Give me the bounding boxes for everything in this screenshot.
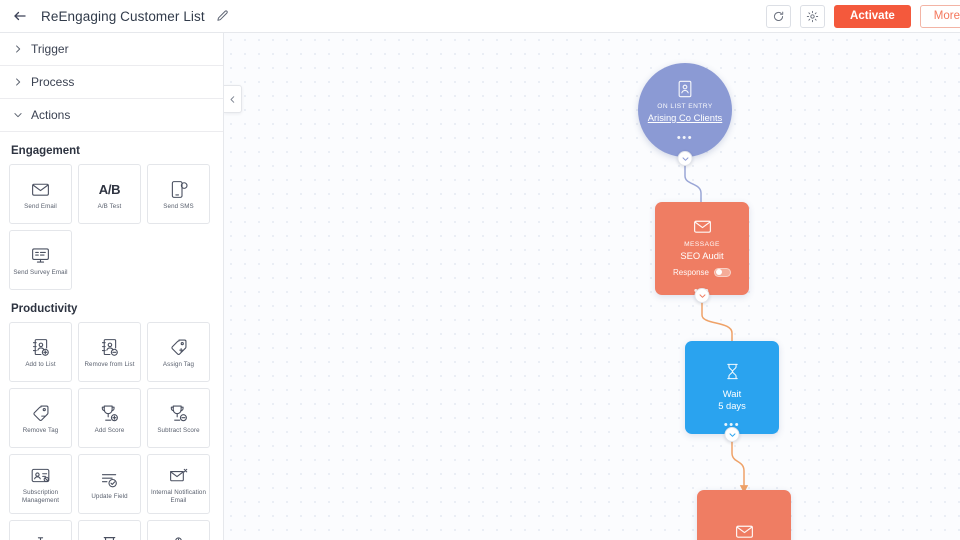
contact-card-icon xyxy=(675,79,695,99)
sidebar: Trigger Process Actions Engagement xyxy=(0,33,224,540)
more-button[interactable]: More xyxy=(919,4,960,28)
tag-add-icon xyxy=(168,335,189,359)
action-card-wait-time[interactable]: Wait Time xyxy=(78,520,141,540)
hourglass-icon xyxy=(723,362,742,381)
node-title: Wait xyxy=(722,388,742,399)
sidebar-section-actions[interactable]: Actions xyxy=(0,99,223,132)
action-card-label: Assign Tag xyxy=(162,361,195,368)
action-card-subtract-score[interactable]: Subtract Score xyxy=(147,388,210,448)
node-title[interactable]: Arising Co Clients xyxy=(647,111,723,123)
node-subtitle: 5 days xyxy=(718,400,746,411)
response-toggle-row[interactable]: Response xyxy=(672,267,732,277)
node-kicker: MESSAGE xyxy=(684,240,720,248)
ab-text-icon: A/B xyxy=(98,181,121,197)
action-card-send-survey-email[interactable]: Send Survey Email xyxy=(9,230,72,290)
action-card-remove-from-list[interactable]: Remove from List xyxy=(78,322,141,382)
hourglass-icon xyxy=(99,533,120,540)
activate-button[interactable]: Activate xyxy=(834,4,911,28)
back-arrow-icon[interactable] xyxy=(11,7,29,25)
action-card-label: Send Email xyxy=(24,203,57,210)
refresh-icon[interactable] xyxy=(766,4,792,28)
category-title-productivity: Productivity xyxy=(11,303,78,315)
tag-remove-icon xyxy=(30,401,51,425)
action-card-label: Subtract Score xyxy=(157,427,200,434)
workflow-node-wait[interactable]: Wait 5 days ••• xyxy=(685,341,779,442)
action-card-label: Update Field xyxy=(91,493,128,500)
wait-condition-icon xyxy=(168,533,189,540)
envelope-icon xyxy=(734,521,755,540)
action-card-exit-from-workflow[interactable]: Exit from Workflow xyxy=(9,520,72,540)
mobile-message-icon xyxy=(168,177,189,201)
workflow-canvas[interactable]: ON LIST ENTRY Arising Co Clients ••• MES… xyxy=(224,33,960,540)
action-card-label: Send SMS xyxy=(163,203,194,210)
action-card-label: Remove Tag xyxy=(22,427,59,434)
productivity-card-grid: Add to List Remove from List xyxy=(0,322,223,540)
exit-clock-icon xyxy=(30,533,51,540)
subscription-card-icon xyxy=(30,463,51,487)
chevron-right-icon xyxy=(11,76,24,89)
category-title-engagement: Engagement xyxy=(11,145,81,157)
pencil-icon[interactable] xyxy=(214,8,230,24)
node-menu-dots[interactable]: ••• xyxy=(676,131,694,144)
action-card-send-sms[interactable]: Send SMS xyxy=(147,164,210,224)
action-card-label: Remove from List xyxy=(84,361,135,368)
node-title: SEO Audit xyxy=(680,249,724,261)
trophy-remove-icon xyxy=(168,401,189,425)
action-card-add-score[interactable]: Add Score xyxy=(78,388,141,448)
action-card-label: Internal Notification Email xyxy=(150,489,207,504)
page-title: ReEngaging Customer List xyxy=(41,8,205,24)
gear-icon[interactable] xyxy=(800,4,826,28)
header-actions: Activate More xyxy=(766,4,960,28)
sidebar-section-trigger[interactable]: Trigger xyxy=(0,33,223,66)
response-label: Response xyxy=(672,267,710,277)
action-card-ab-test[interactable]: A/B A/B Test xyxy=(78,164,141,224)
notification-email-icon xyxy=(168,463,189,487)
action-card-remove-tag[interactable]: Remove Tag xyxy=(9,388,72,448)
chevron-right-icon xyxy=(11,43,24,56)
action-card-label: Subscription Management xyxy=(21,489,60,504)
action-card-add-to-list[interactable]: Add to List xyxy=(9,322,72,382)
action-card-label: Add to List xyxy=(25,361,56,368)
node-menu-dots[interactable]: ••• xyxy=(723,419,741,431)
action-card-label: Send Survey Email xyxy=(13,269,68,276)
trophy-add-icon xyxy=(99,401,120,425)
action-card-wait-condition[interactable]: Wait Condition xyxy=(147,520,210,540)
sidebar-section-label: Trigger xyxy=(31,42,69,56)
node-add-handle[interactable] xyxy=(694,288,710,303)
action-card-label: A/B Test xyxy=(97,203,122,210)
node-add-handle[interactable] xyxy=(677,151,693,166)
sidebar-collapse-toggle[interactable] xyxy=(224,85,242,113)
action-card-subscription-management[interactable]: Subscription Management xyxy=(9,454,72,514)
node-kicker: ON LIST ENTRY xyxy=(657,102,713,110)
chevron-down-icon xyxy=(11,109,24,122)
envelope-icon xyxy=(30,177,51,201)
survey-monitor-icon xyxy=(30,243,51,267)
workflow-node-message-seo-audit[interactable]: MESSAGE SEO Audit Response ••• xyxy=(655,202,749,303)
engagement-card-grid: Send Email A/B A/B Test Send SMS xyxy=(0,164,223,290)
action-card-assign-tag[interactable]: Assign Tag xyxy=(147,322,210,382)
workflow-edges xyxy=(684,164,749,494)
envelope-icon xyxy=(692,216,713,237)
node-add-handle[interactable] xyxy=(724,427,740,442)
sidebar-section-process[interactable]: Process xyxy=(0,66,223,99)
response-toggle[interactable] xyxy=(714,267,732,277)
action-card-send-email[interactable]: Send Email xyxy=(9,164,72,224)
contact-add-icon xyxy=(30,335,51,359)
action-card-update-field[interactable]: Update Field xyxy=(78,454,141,514)
action-card-internal-notification-email[interactable]: Internal Notification Email xyxy=(147,454,210,514)
workflow-node-message[interactable]: MESSAGE Message xyxy=(697,490,791,540)
workflow-node-on-list-entry[interactable]: ON LIST ENTRY Arising Co Clients ••• xyxy=(638,63,732,166)
update-field-icon xyxy=(99,467,120,491)
sidebar-section-label: Actions xyxy=(31,108,71,122)
contact-remove-icon xyxy=(99,335,120,359)
app-header: ReEngaging Customer List Activate More xyxy=(0,0,960,33)
sidebar-section-label: Process xyxy=(31,75,75,89)
action-card-label: Add Score xyxy=(94,427,125,434)
